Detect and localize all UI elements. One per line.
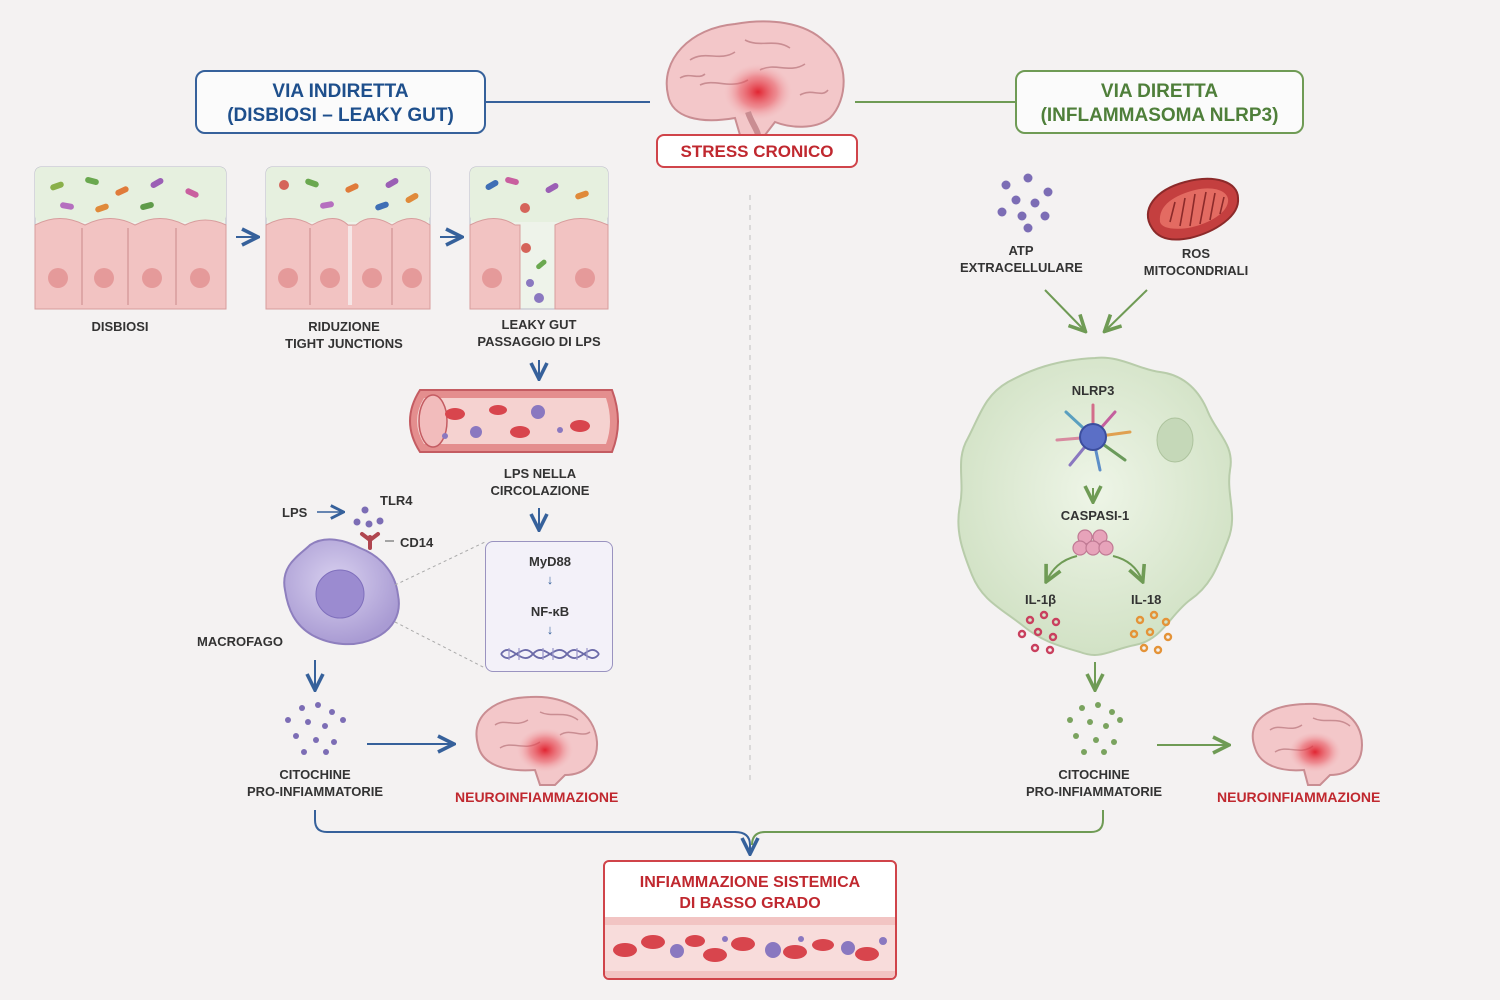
systemic-inflammation-box: INFIAMMAZIONE SISTEMICA DI BASSO GRADO: [603, 860, 897, 980]
macrophage-label: MACROFAGO: [197, 634, 283, 649]
outcome-vessel: [605, 917, 895, 978]
lps-circ-line2: CIRCOLAZIONE: [490, 483, 590, 498]
gut-label-3-line2: PASSAGGIO DI LPS: [477, 334, 601, 349]
merge-line-direct: [751, 810, 1104, 846]
brain-icon-right: [1252, 702, 1364, 786]
direct-pathway-title: VIA DIRETTA (INFLAMMASOMA NLRP3): [1015, 70, 1304, 134]
il18-dots: [1129, 610, 1173, 655]
stress-label: STRESS CRONICO: [656, 134, 858, 168]
cytokine-dots-left: [285, 702, 346, 755]
brain-icon-top: [665, 20, 845, 141]
inflammasome-cell: [957, 356, 1234, 656]
lps-circ-line1: LPS NELLA: [503, 466, 577, 481]
arrow-down-icon-2: ↓: [546, 622, 554, 637]
myd88-label: MyD88: [529, 554, 571, 569]
gut-label-3: LEAKY GUT PASSAGGIO DI LPS: [467, 316, 611, 350]
nlrp3-label: NLRP3: [1071, 383, 1115, 398]
blood-vessel: [409, 389, 619, 453]
outcome-line1: INFIAMMAZIONE SISTEMICA: [639, 874, 861, 891]
merge-line-indirect: [314, 810, 750, 852]
arrow-atp-to-cell: [1044, 289, 1084, 330]
gut-label-2: RIDUZIONE TIGHT JUNCTIONS: [268, 318, 420, 352]
gut-label-3-line1: LEAKY GUT: [501, 317, 577, 332]
lps-circulation-label: LPS NELLA CIRCOLAZIONE: [476, 465, 604, 499]
caspase-icon: [1072, 529, 1114, 556]
cytokines-label-right: CITOCHINE PRO-INFIAMMATORIE: [1024, 766, 1164, 800]
macrophage: [283, 532, 400, 646]
il1b-label: IL-1β: [1025, 592, 1057, 607]
indirect-title-line1: VIA INDIRETTA: [272, 81, 409, 102]
cyt-left-line1: CITOCHINE: [279, 767, 351, 782]
indirect-pathway-title: VIA INDIRETTA (DISBIOSI – LEAKY GUT): [195, 70, 486, 134]
outcome-line2: DI BASSO GRADO: [679, 895, 821, 912]
gut-label-1: DISBIOSI: [60, 318, 180, 335]
gut-label-2-line1: RIDUZIONE: [308, 319, 380, 334]
dna-icon: [500, 648, 600, 660]
il1b-dots: [1017, 610, 1061, 655]
cyt-left-line2: PRO-INFIAMMATORIE: [246, 784, 383, 799]
direct-title-line1: VIA DIRETTA: [1100, 81, 1219, 102]
lps-dots: [353, 506, 384, 528]
caspase-label: CASPASI-1: [1060, 508, 1130, 523]
arrow-to-il1b: [1047, 555, 1078, 580]
tlr4-label: TLR4: [380, 493, 413, 508]
arrow-down-icon: ↓: [546, 572, 554, 587]
signaling-box: MyD88 ↓ NF-κB ↓: [485, 541, 613, 672]
neuroinflammation-label-left: NEUROINFIAMMAZIONE: [455, 789, 619, 805]
gut-panel-3: [469, 166, 609, 310]
ros-label: ROS MITOCONDRIALI: [1140, 245, 1252, 279]
lps-label: LPS: [282, 505, 308, 520]
mitochondria-icon: [1146, 177, 1240, 241]
cyt-right-line2: PRO-INFIAMMATORIE: [1025, 784, 1162, 799]
zoom-lines: [394, 541, 486, 669]
cyt-right-line1: CITOCHINE: [1058, 767, 1130, 782]
gut-label-2-line2: TIGHT JUNCTIONS: [285, 336, 403, 351]
il18-label: IL-18: [1131, 592, 1162, 607]
ros-line1: ROS: [1181, 246, 1211, 261]
gut-panel-2: [265, 166, 431, 310]
cd14-label: CD14: [400, 535, 434, 550]
arrow-to-il18: [1112, 555, 1142, 580]
atp-label: ATP EXTRACELLULARE: [960, 242, 1083, 276]
atp-dots: [997, 173, 1053, 233]
cytokine-dots-right: [1067, 702, 1123, 755]
gut-label-1-line1: DISBIOSI: [91, 319, 149, 334]
nlrp3-complex: [1055, 403, 1132, 472]
direct-title-line2: (INFLAMMASOMA NLRP3): [1040, 105, 1279, 126]
atp-line2: EXTRACELLULARE: [960, 260, 1083, 275]
atp-line1: ATP: [1008, 243, 1034, 258]
indirect-title-line2: (DISBIOSI – LEAKY GUT): [227, 105, 454, 126]
arrow-ros-to-cell: [1106, 289, 1148, 330]
brain-icon-left: [475, 695, 599, 786]
nfkb-label: NF-κB: [530, 604, 570, 619]
neuroinflammation-label-right: NEUROINFIAMMAZIONE: [1217, 789, 1381, 805]
cytokines-label-left: CITOCHINE PRO-INFIAMMATORIE: [245, 766, 385, 800]
gut-panel-1: [34, 166, 227, 310]
ros-line2: MITOCONDRIALI: [1143, 263, 1249, 278]
